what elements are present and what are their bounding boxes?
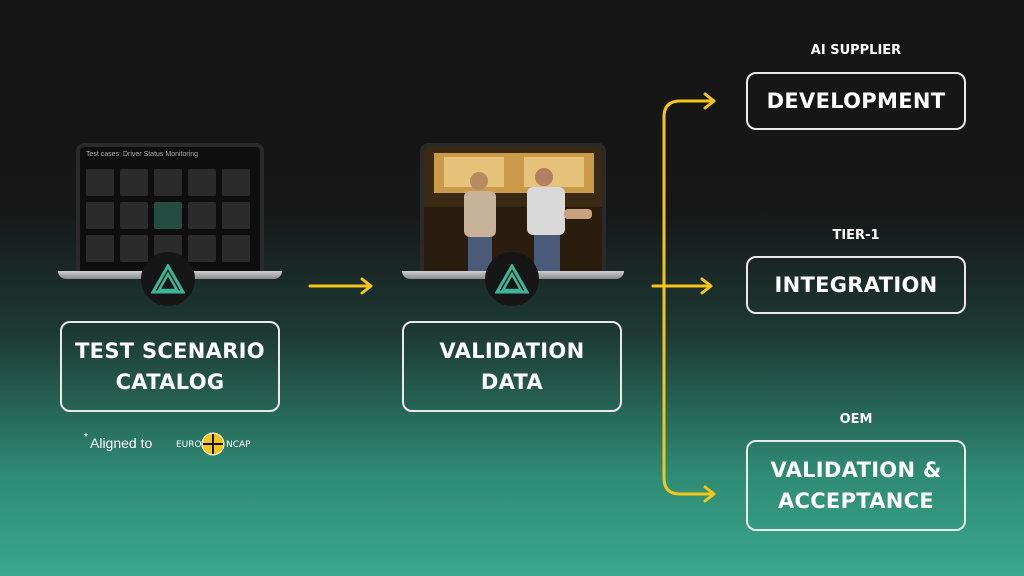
catalog-cell — [222, 235, 250, 262]
catalog-cell — [188, 202, 216, 229]
euro-ncap-logo-left: EURO — [176, 440, 202, 450]
catalog-logo-badge — [141, 252, 195, 306]
aligned-text: Aligned to — [90, 435, 153, 451]
catalog-cell — [86, 169, 114, 196]
catalog-box-line2: CATALOG — [115, 369, 225, 394]
catalog-cell — [86, 202, 114, 229]
catalog-cell — [188, 235, 216, 262]
acceptance-box-line1: VALIDATION & — [770, 458, 942, 483]
brand-logo-icon — [151, 264, 185, 294]
catalog-box-line1: TEST SCENARIO — [75, 339, 265, 364]
catalog-cell — [188, 169, 216, 196]
ai-supplier-label: AI SUPPLIER — [810, 43, 902, 58]
validation-box-line2: DATA — [480, 369, 544, 394]
tier1-label: TIER-1 — [832, 228, 880, 243]
integration-box: INTEGRATION — [746, 256, 966, 314]
aligned-note: * Aligned to EURO NCAP — [84, 432, 284, 460]
catalog-cell — [222, 169, 250, 196]
oem-label: OEM — [839, 412, 873, 427]
catalog-cell — [120, 235, 148, 262]
integration-box-label: INTEGRATION — [774, 272, 938, 297]
validation-box-line1: VALIDATION — [439, 339, 585, 364]
catalog-cell-highlighted — [154, 202, 182, 229]
aligned-asterisk: * — [84, 432, 88, 443]
validation-logo-badge — [485, 252, 539, 306]
catalog-cell — [86, 235, 114, 262]
brand-logo-icon — [495, 264, 529, 294]
euro-ncap-logo-right: NCAP — [226, 440, 251, 450]
test-scenario-catalog-box: TEST SCENARIO CATALOG — [60, 321, 280, 412]
catalog-cell — [154, 169, 182, 196]
acceptance-box-line2: ACCEPTANCE — [777, 488, 935, 513]
catalog-cell — [222, 202, 250, 229]
development-box-label: DEVELOPMENT — [766, 88, 946, 113]
development-box: DEVELOPMENT — [746, 72, 966, 130]
catalog-cell — [120, 169, 148, 196]
catalog-laptop-screen: Test cases: Driver Status Monitoring — [76, 143, 264, 273]
validation-acceptance-box: VALIDATION & ACCEPTANCE — [746, 440, 966, 531]
catalog-grid — [86, 169, 260, 273]
validation-data-box: VALIDATION DATA — [402, 321, 622, 412]
euro-ncap-emblem — [201, 432, 225, 456]
catalog-screen-title: Test cases: Driver Status Monitoring — [86, 151, 199, 158]
euro-ncap-logo: EURO NCAP — [176, 432, 252, 458]
catalog-cell — [120, 202, 148, 229]
